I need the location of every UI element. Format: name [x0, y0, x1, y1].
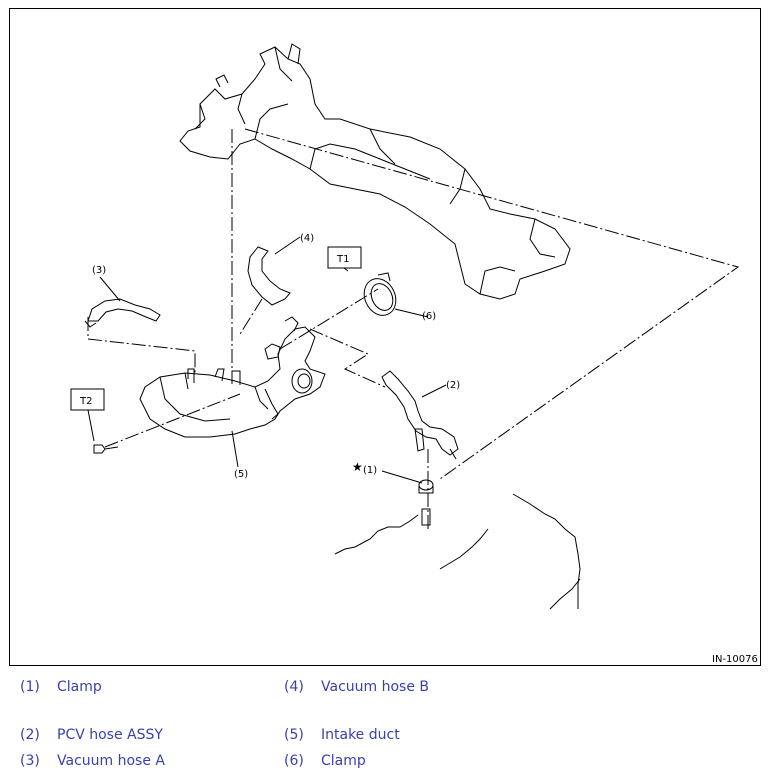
legend-name: Vacuum hose A: [57, 753, 165, 769]
clamp-ring: [363, 278, 397, 316]
legend-name: Clamp: [321, 753, 366, 769]
legend-number: (2): [20, 727, 40, 743]
vacuum-hose-a: [87, 298, 161, 322]
legend-item: (5) Intake duct: [284, 727, 400, 743]
callout-5: (5): [234, 469, 248, 480]
callout-3: (3): [92, 265, 106, 276]
torque-label-t1: T1: [336, 254, 349, 265]
callout-2: (2): [446, 380, 460, 391]
diagram-drawing: (3) (4) (6) (2) (5) ★ (1) T1 T2 IN-10076: [70, 43, 758, 665]
vacuum-hose-b: [247, 246, 291, 306]
star-mark: ★: [352, 460, 363, 474]
clamp-small: [418, 479, 434, 491]
figure-id: IN-10076: [712, 654, 758, 665]
exploded-diagram: (3) (4) (6) (2) (5) ★ (1) T1 T2 IN-10076: [9, 8, 761, 666]
intake-manifold: [179, 46, 571, 300]
torque-box-t2: [70, 388, 105, 411]
callout-4: (4): [300, 233, 314, 244]
legend-item: (3) Vacuum hose A: [20, 753, 165, 769]
intake-duct: [139, 326, 326, 438]
legend-item: (1) Clamp: [20, 679, 102, 695]
legend-item: (2) PCV hose ASSY: [20, 727, 163, 743]
parts-legend: (1) Clamp (4) Vacuum hose B (2) PCV hose AS…: [0, 672, 772, 778]
legend-number: (3): [20, 753, 40, 769]
legend-name: PCV hose ASSY: [57, 727, 163, 743]
pcv-hose: [381, 370, 459, 456]
legend-number: (1): [20, 679, 40, 695]
callout-6: (6): [422, 311, 436, 322]
legend-item: (6) Clamp: [284, 753, 366, 769]
legend-item: (4) Vacuum hose B: [284, 679, 429, 695]
legend-name: Clamp: [57, 679, 102, 695]
torque-label-t2: T2: [79, 396, 92, 407]
bolt: [93, 444, 106, 454]
legend-name: Intake duct: [321, 727, 400, 743]
legend-number: (6): [284, 753, 304, 769]
legend-number: (5): [284, 727, 304, 743]
callout-1: (1): [363, 465, 377, 476]
legend-name: Vacuum hose B: [321, 679, 430, 695]
legend-number: (4): [284, 679, 304, 695]
